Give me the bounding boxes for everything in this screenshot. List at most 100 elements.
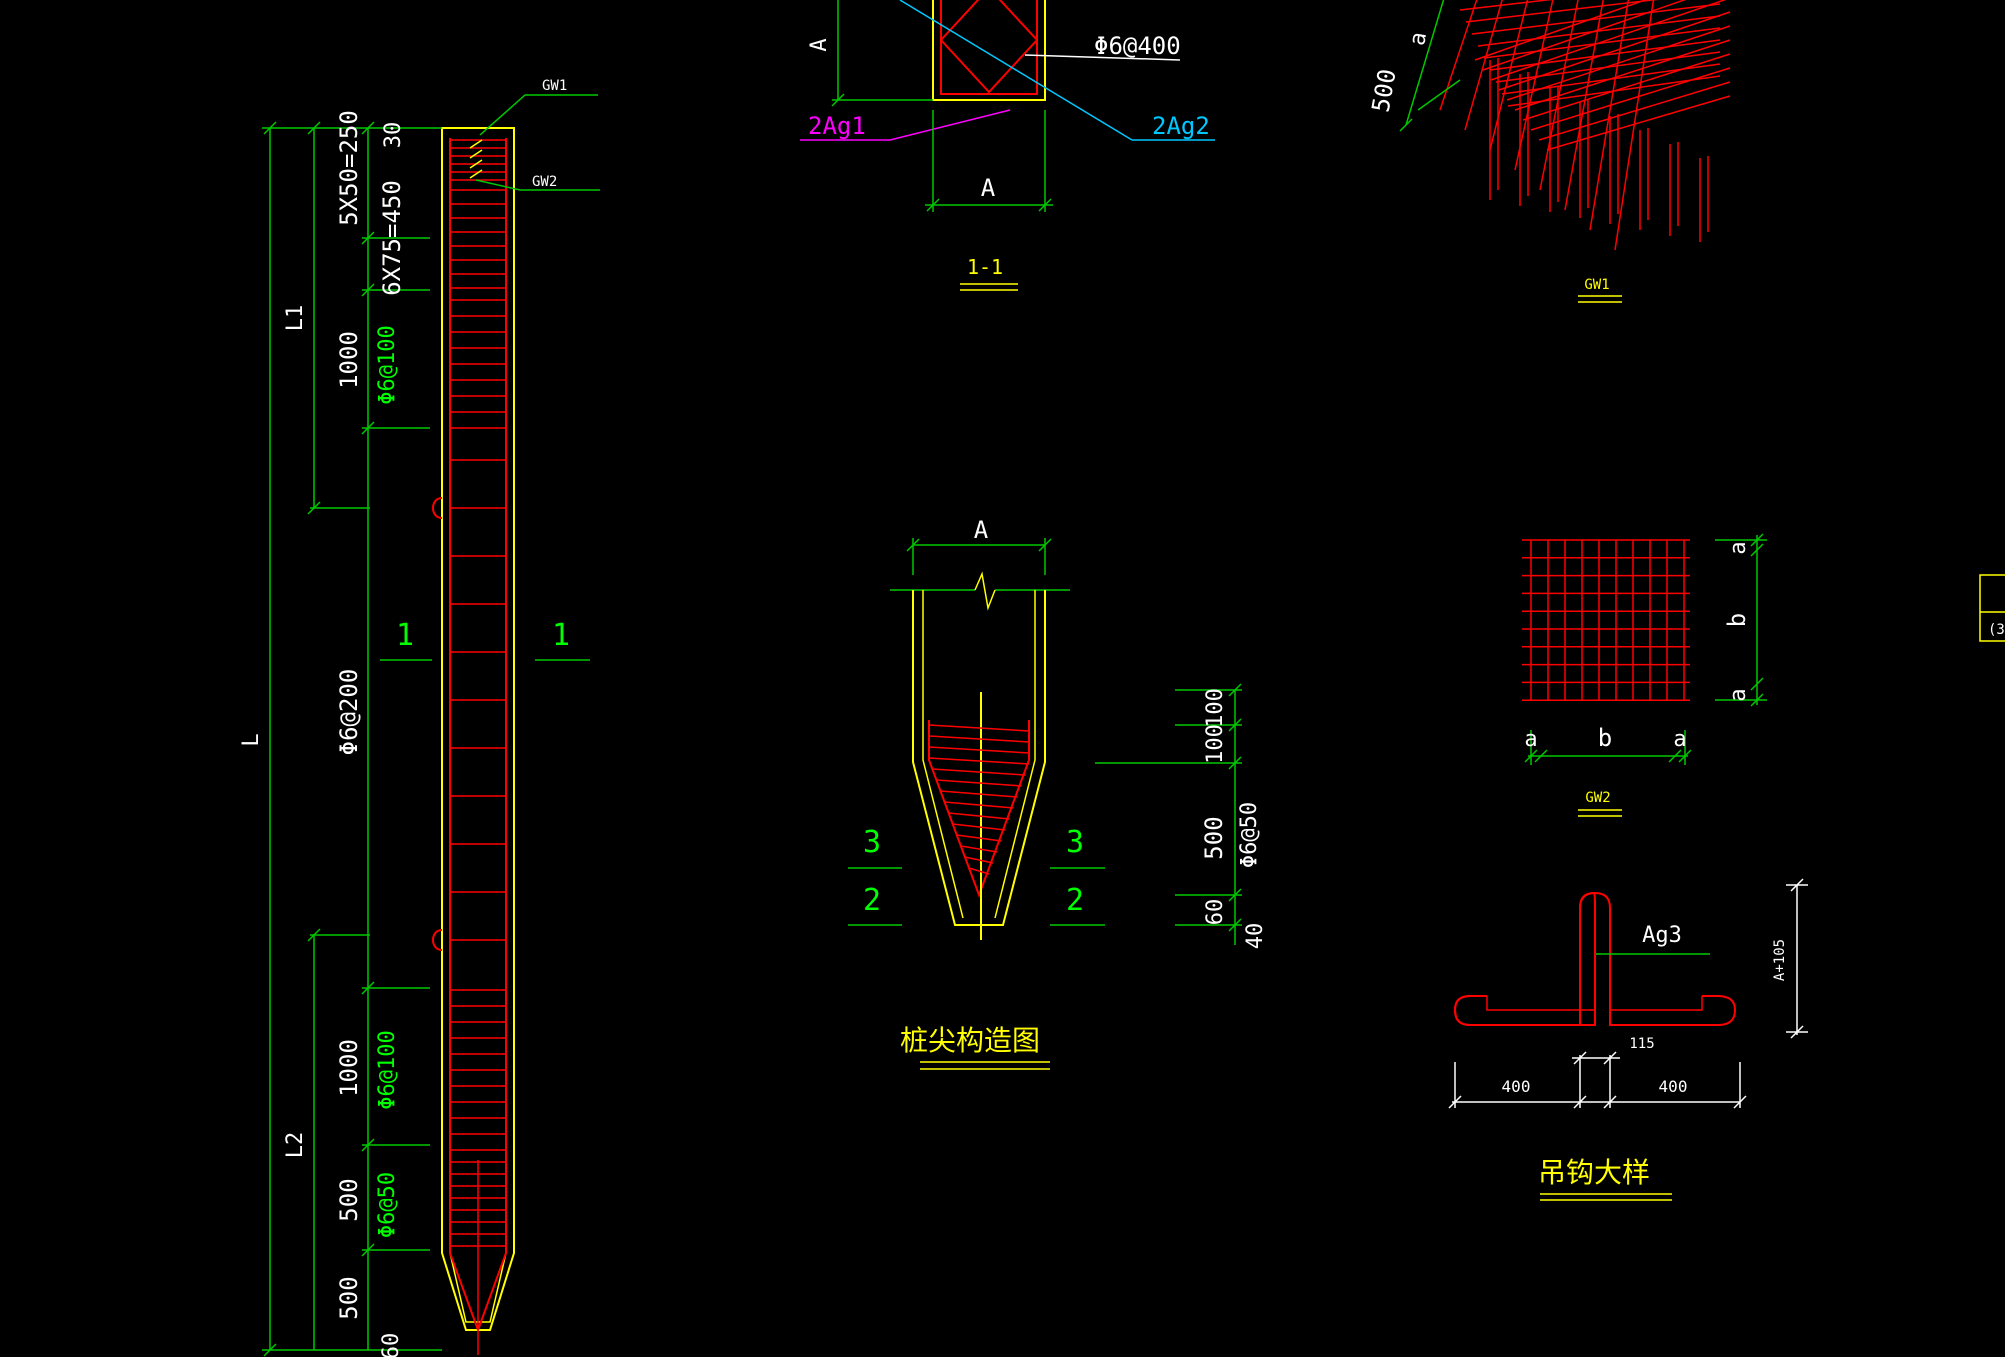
spacing-label-lower: Φ6@100 xyxy=(375,1030,400,1109)
gw1-diagonal-bar xyxy=(1522,53,1731,121)
gw1-vertical-bar xyxy=(1589,0,1630,231)
section-leader-lines xyxy=(800,0,1215,141)
hook-bar xyxy=(1453,891,1596,1026)
lifting-hook-loop-lower xyxy=(432,929,443,951)
gw1-horizontal-bar xyxy=(1489,39,1721,71)
tip-spiral-turn xyxy=(940,790,1018,798)
section-1-1: A A Φ6@400 2Ag1 2Ag2 1-1 xyxy=(800,0,1215,291)
dim-top-cover: 30 xyxy=(381,122,406,149)
gw1-dim-500: 500 xyxy=(1367,67,1402,115)
section-dim-height: A xyxy=(807,38,832,51)
tip-spiral-turn xyxy=(956,834,1002,842)
gw1-horizontal-bar xyxy=(1477,15,1721,47)
tip-spiral-turn xyxy=(936,779,1022,787)
gw1-vertical-bar xyxy=(1539,0,1579,191)
hook-dim-400-right: 400 xyxy=(1659,1077,1688,1096)
tip-spiral-turn xyxy=(928,735,1030,743)
section-mark-left: 1 xyxy=(396,618,414,653)
gw2-dim-h-a-right: a xyxy=(1673,727,1686,752)
gw1-diagonal-bar xyxy=(1514,39,1731,111)
tip-spacing-label: Φ6@50 xyxy=(1237,802,1262,868)
tip-dim-100-b: 100 xyxy=(1203,724,1228,764)
tip-dim-width: A xyxy=(974,516,989,544)
tip-section-mark-right-top: 3 xyxy=(1066,825,1084,860)
pile-tip-detail: A 100 100 500 60 40 Φ6@50 3 2 3 2 桩尖构造图 xyxy=(848,516,1268,1070)
tip-title: 桩尖构造图 xyxy=(900,1024,1040,1057)
dim-upper-zone: L1 xyxy=(283,305,308,332)
gw1-diagonal-bar xyxy=(1546,95,1731,151)
dim-lower-500: 500 xyxy=(335,1178,363,1221)
gw1-mesh-lines xyxy=(1439,0,1731,251)
pile-dimension-lines xyxy=(262,94,600,1351)
spacing-label-upper: Φ6@100 xyxy=(375,325,400,404)
gw1-diagonal-bar xyxy=(1530,67,1731,131)
gw1-diagonal-bar xyxy=(1498,11,1731,91)
gw1-vertical-bar xyxy=(1464,0,1503,131)
spacing-label-tip: Φ6@50 xyxy=(375,1172,400,1238)
gw1-horizontal-bar xyxy=(1483,27,1721,59)
dim-top-spacing: 5X50=250 xyxy=(335,110,363,226)
lifting-hook-detail: Ag3 115 400 400 A+105 吊钩大样 xyxy=(1448,878,1808,1201)
section-title: 1-1 xyxy=(967,255,1003,279)
tip-outline-inner xyxy=(922,590,1036,919)
tip-dim-60: 60 xyxy=(1203,899,1228,926)
gw2-mesh-detail: a b a a b a GW2 xyxy=(1522,533,1767,817)
dim-overall-length: L xyxy=(239,733,264,746)
tip-dim-40: 40 xyxy=(1243,923,1268,950)
lifting-hook-loop-upper xyxy=(432,497,443,519)
tip-dim-500: 500 xyxy=(1200,816,1228,859)
tip-spiral-turn xyxy=(952,823,1006,831)
section-diamond-tie xyxy=(939,0,1039,94)
gw1-vertical-bar xyxy=(1439,0,1478,111)
hook-dim-400-left: 400 xyxy=(1502,1077,1531,1096)
hook-bar-outer xyxy=(1453,891,1737,1026)
section-stirrup xyxy=(940,0,1038,95)
pile-outline xyxy=(441,127,515,1331)
gw1-diagonal-bar xyxy=(1482,0,1687,71)
dim-tip-60: 60 xyxy=(379,1333,404,1357)
gw1-mesh-detail: 500 a GW1 xyxy=(1367,0,1731,303)
gw1-diagonal-bar xyxy=(1490,0,1727,81)
gw1-horizontal-bar xyxy=(1465,0,1659,23)
gw1-vertical-bar xyxy=(1614,0,1655,251)
tip-spiral-turn xyxy=(944,801,1014,809)
tip-spiral-turn xyxy=(928,746,1030,754)
section-outline xyxy=(932,0,1046,101)
tip-break-mark xyxy=(974,571,996,611)
tip-spiral-turn xyxy=(964,856,994,864)
tip-dimension-lines xyxy=(848,538,1242,945)
pile-stirrups xyxy=(450,139,506,1247)
hook-title: 吊钩大样 xyxy=(1538,1156,1650,1189)
tip-section-mark-right-bottom: 2 xyxy=(1066,883,1084,918)
gw1-title: GW1 xyxy=(1584,277,1609,293)
gw2-dim-v-b: b xyxy=(1723,613,1751,627)
pile-dimension-ticks xyxy=(263,121,375,1357)
gw2-dim-h-a-left: a xyxy=(1524,727,1537,752)
tip-dim-100-a: 100 xyxy=(1203,688,1228,728)
callout-gw1: GW1 xyxy=(542,78,567,94)
gw2-dimension-lines xyxy=(1524,533,1767,765)
tip-outline xyxy=(912,590,1046,926)
callout-gw2: GW2 xyxy=(532,174,557,190)
section-dim-width: A xyxy=(981,174,996,202)
gw2-title: GW2 xyxy=(1585,790,1610,806)
dim-tip-500: 500 xyxy=(335,1276,363,1319)
gw1-horizontal-bar xyxy=(1471,3,1721,35)
edge-table-fragment: (3 xyxy=(1979,574,2005,642)
hook-bar-inner xyxy=(1486,996,1703,1011)
dim-second-spacing: 6X75=450 xyxy=(378,180,406,296)
edge-fragment-text: (3 xyxy=(1988,622,2005,638)
main-rebar-right xyxy=(477,138,507,1331)
tip-main-rebar xyxy=(928,720,1030,898)
dim-middle-spacing: Φ6@200 xyxy=(335,669,363,756)
hook-dim-height: A+105 xyxy=(1772,939,1788,981)
section-mark-right: 1 xyxy=(552,618,570,653)
hook-dimension-lines xyxy=(1448,878,1808,1109)
pile-elevation: L L1 L2 5X50=250 30 6X75=450 1000 Φ6@200… xyxy=(239,78,600,1357)
gw2-dim-h-b: b xyxy=(1598,724,1612,752)
gw1-horizontal-bar xyxy=(1459,0,1554,11)
tip-section-mark-left-bottom: 2 xyxy=(863,883,881,918)
tip-spiral-turn xyxy=(968,867,990,875)
gw1-diagonal-bar xyxy=(1506,25,1731,101)
